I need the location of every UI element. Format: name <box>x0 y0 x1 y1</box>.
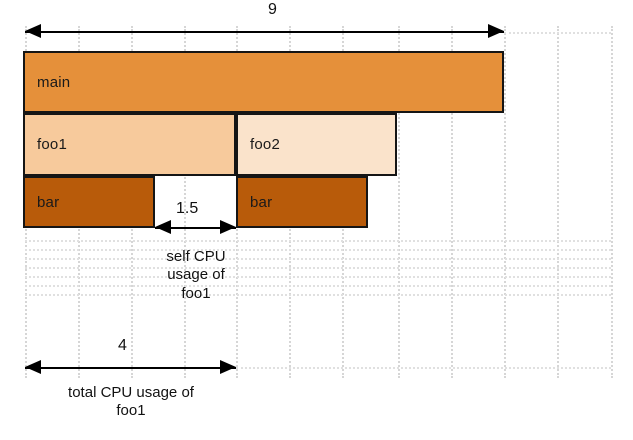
gridline-vertical <box>557 26 559 378</box>
gridline-horizontal <box>25 240 611 242</box>
arrow-head-left-icon <box>25 360 41 374</box>
gridline-vertical <box>451 26 453 378</box>
caption-line: usage of <box>167 266 225 284</box>
arrow-shaft <box>155 227 236 229</box>
gridline-horizontal <box>25 285 611 287</box>
arrow-head-right-icon <box>488 24 504 38</box>
arrow-shaft <box>25 367 236 369</box>
caption-line: total CPU usage of <box>68 384 194 401</box>
arrow-head-right-icon <box>220 220 236 234</box>
caption-line: self CPU <box>166 248 226 265</box>
frame-foo2-label: foo2 <box>250 136 280 153</box>
arrow-head-right-icon <box>220 360 236 374</box>
measure-value-self-cpu-foo1: 1.5 <box>176 200 199 217</box>
gridline-vertical <box>611 26 613 378</box>
arrow-shaft <box>25 31 504 33</box>
frame-bar-left[interactable]: bar <box>23 176 155 228</box>
frame-main[interactable]: main <box>23 51 504 113</box>
frame-foo1[interactable]: foo1 <box>23 113 236 176</box>
gridline-vertical <box>184 26 186 378</box>
gridline-horizontal <box>25 294 611 296</box>
gridline-vertical <box>398 26 400 378</box>
measure-value-total-cpu-foo1: 4 <box>118 337 127 354</box>
caption-self-cpu-foo1: self CPU usage of foo1 <box>145 248 247 303</box>
gridline-horizontal <box>25 267 611 269</box>
gridline-horizontal <box>25 258 611 260</box>
frame-foo2[interactable]: foo2 <box>236 113 397 176</box>
gridline-vertical <box>504 26 506 378</box>
frame-bar-right[interactable]: bar <box>236 176 368 228</box>
frame-bar-right-label: bar <box>250 193 273 211</box>
caption-total-cpu-foo1: total CPU usage of foo1 <box>30 384 232 421</box>
gridline-horizontal <box>236 367 611 369</box>
gridline-horizontal <box>504 32 611 34</box>
gridline-horizontal <box>25 276 611 278</box>
frame-bar-left-label: bar <box>37 193 60 211</box>
frame-main-label: main <box>37 73 71 91</box>
frame-foo1-label: foo1 <box>37 136 67 153</box>
gridline-horizontal <box>25 249 611 251</box>
arrow-head-left-icon <box>155 220 171 234</box>
measure-value-total-main: 9 <box>268 1 277 18</box>
caption-line: foo1 <box>116 402 146 420</box>
arrow-head-left-icon <box>25 24 41 38</box>
caption-line: foo1 <box>181 284 211 302</box>
